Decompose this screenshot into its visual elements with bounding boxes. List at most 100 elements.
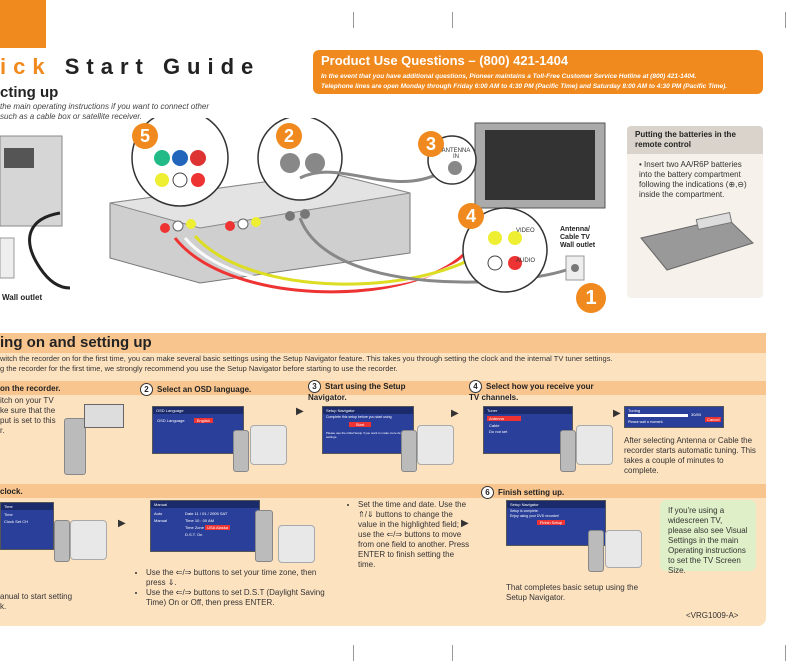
osd-item: OSD Language xyxy=(157,418,185,423)
finish-line-1: Setup is complete. xyxy=(510,509,539,513)
remote-battery-illustration xyxy=(640,211,754,271)
tuner-screen-title: Tuner xyxy=(484,407,572,414)
batteries-text: • Insert two AA/R6P batteries into the b… xyxy=(639,160,747,199)
arrow-icon: ▶ xyxy=(296,406,304,417)
help-heading: Product Use Questions – (800) 421-1404 xyxy=(321,53,569,68)
start-screen-foot: Please use the initial Setup if you want… xyxy=(326,431,408,439)
step3-number: 3 xyxy=(308,380,321,393)
step5-bullets: Use the ⇐/⇒ buttons to set your time zon… xyxy=(136,568,326,608)
clock2-dst-label: D.S.T. xyxy=(185,532,196,537)
tuning-screen: Tuning 30/83 Cancel Please wait a moment… xyxy=(624,406,724,428)
remote-illustration xyxy=(255,510,273,562)
crop-mark xyxy=(785,12,786,28)
step2-number: 2 xyxy=(140,383,153,396)
arrow-icon: ▶ xyxy=(461,518,469,529)
antenna-cable-label: Antenna/ Cable TV Wall outlet xyxy=(560,226,596,249)
crop-mark xyxy=(353,645,354,661)
tuning-label: Tuning xyxy=(628,408,641,413)
antenna-in-label: ANTENNA IN xyxy=(441,148,471,160)
clock2-date-label: Date xyxy=(185,511,194,516)
step5-text: anual to start setting k. xyxy=(0,592,73,611)
step4-number: 4 xyxy=(469,380,482,393)
callout-1: 1 xyxy=(576,283,606,313)
osd-value: English xyxy=(193,418,213,423)
tuning-cancel: Cancel xyxy=(705,417,722,422)
remote-illustration xyxy=(54,520,70,562)
guide-title-rest: Start Guide xyxy=(51,54,261,79)
callout-5: 5 xyxy=(132,123,158,149)
remote-pad-illustration xyxy=(605,530,642,568)
widescreen-note-box: If you're using a widescreen TV, please … xyxy=(660,500,756,575)
arrow-icon: ▶ xyxy=(451,408,459,419)
osd-screen: OSD Language OSD Language English xyxy=(152,406,244,454)
batteries-box: Putting the batteries in the remote cont… xyxy=(627,126,763,298)
remote-illustration xyxy=(64,418,86,475)
connection-diagram xyxy=(0,118,606,294)
clock2-zone-label: Time Zone xyxy=(185,525,204,530)
setup-intro: the main operating instructions if you w… xyxy=(0,102,210,121)
zoom-circle-4 xyxy=(462,207,548,293)
clock2-auto: Auto xyxy=(154,511,163,516)
crop-mark xyxy=(353,12,354,28)
finish-screen: Setup Navigator Setup is complete. Enjoy… xyxy=(506,500,606,546)
clock-item-set: Clock Set CH xyxy=(4,519,29,524)
setup-heading: cting up xyxy=(0,84,59,101)
power-cord xyxy=(28,211,71,290)
tuning-foot: Please wait a moment. xyxy=(628,420,664,424)
step5-title: clock. xyxy=(0,487,23,496)
audio-label: AUDIO xyxy=(516,258,536,264)
start-screen-title: Setup Navigator xyxy=(323,407,413,414)
steps-bar-top xyxy=(0,381,766,395)
clock-item-time: Time xyxy=(4,512,13,517)
guide-title: ick Start Guide xyxy=(0,54,260,80)
arrow-icon: ▶ xyxy=(118,518,126,529)
tv-illustration xyxy=(84,404,124,428)
step6-label: Finish setting up. xyxy=(498,488,565,497)
step3-label: Start using the Setup Navigator. xyxy=(308,382,406,402)
finish-line-2: Enjoy using your DVD recorder! xyxy=(510,514,560,518)
power-intro-2: g the recorder for the first time, we st… xyxy=(0,364,398,373)
remote-illustration xyxy=(233,430,249,472)
osd-screen-title: OSD Language xyxy=(153,407,243,414)
clock2-zone-value: USA Alaska xyxy=(205,525,230,530)
clock-screen-1-title: Time xyxy=(1,503,53,510)
tuner-item-cable: Cable xyxy=(489,423,500,428)
setup-panel-header-bar xyxy=(0,333,766,353)
arrow-icon: ▶ xyxy=(613,408,621,419)
clock2-dst-value: On xyxy=(197,532,203,537)
document-code: <VRG1009-A> xyxy=(686,611,739,620)
callout-2: 2 xyxy=(276,123,302,149)
tuning-count: 30/83 xyxy=(691,412,702,417)
start-button: Start xyxy=(349,422,371,427)
remote-illustration xyxy=(588,530,604,572)
clock-screen-2: Manual Auto Manual Date 11 / 01 / 2005 S… xyxy=(150,500,260,552)
crop-mark xyxy=(785,645,786,661)
remote-pad-illustration xyxy=(417,425,454,465)
step4-note-text: After selecting Antenna or Cable the rec… xyxy=(624,436,756,475)
clock2-time-label: Time xyxy=(185,518,194,523)
remote-illustration xyxy=(401,430,417,472)
step6-number: 6 xyxy=(481,486,494,499)
help-box: Product Use Questions – (800) 421-1404 I… xyxy=(313,50,763,94)
step6-title: 6 Finish setting up. xyxy=(481,486,564,499)
tuner-item-antenna: Antenna xyxy=(487,416,521,421)
steps-bar-mid xyxy=(0,484,766,498)
clock2-time-value: 10 : 00 AM xyxy=(194,518,214,523)
start-screen: Setup Navigator Complete this setup befo… xyxy=(322,406,414,454)
power-heading: ing on and setting up xyxy=(0,334,152,351)
tuner-item-none: Do not set xyxy=(489,429,508,434)
step1-title: on the recorder. xyxy=(0,384,61,393)
step5b-bullet: Set the time and date. Use the ⇑/⇓ butto… xyxy=(348,500,470,570)
crop-mark xyxy=(452,645,453,661)
remote-pad-illustration xyxy=(576,425,613,465)
finish-screen-title: Setup Navigator xyxy=(507,501,605,508)
power-intro-1: witch the recorder on for the first time… xyxy=(0,354,613,363)
remote-pad-illustration xyxy=(250,425,287,465)
corner-accent xyxy=(0,0,46,48)
crop-mark xyxy=(452,12,453,28)
clock2-date-value: 11 / 01 / 2005 SAT xyxy=(194,511,228,516)
step6-note: That completes basic setup using the Set… xyxy=(506,583,639,602)
